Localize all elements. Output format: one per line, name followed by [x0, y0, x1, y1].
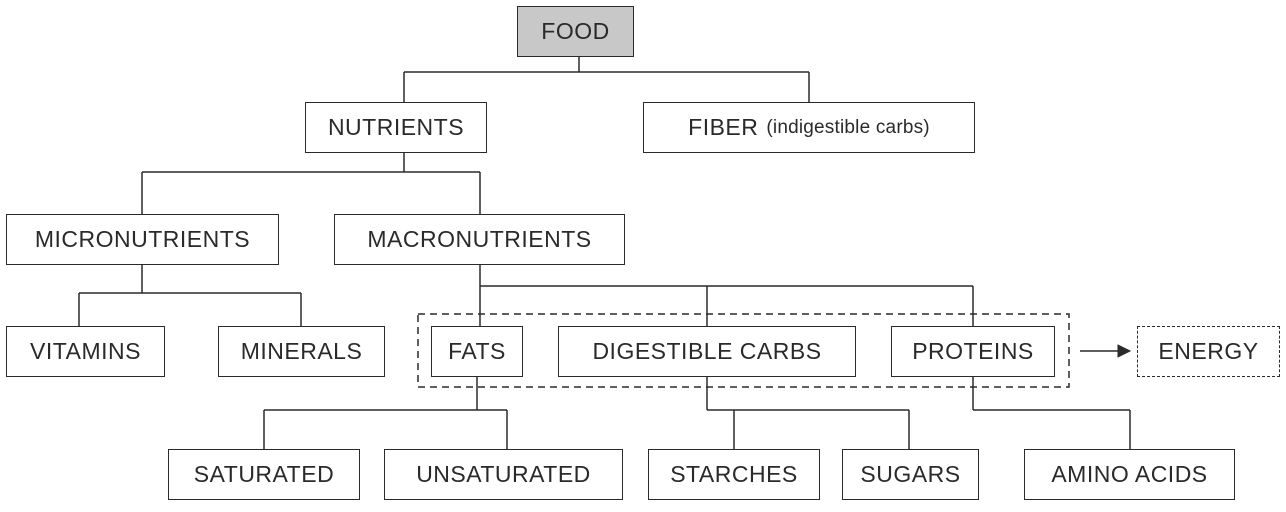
- node-macronutrients-label: MACRONUTRIENTS: [367, 226, 592, 252]
- node-energy-label: ENERGY: [1158, 338, 1259, 364]
- node-fiber-note: (indigestible carbs): [766, 116, 930, 138]
- node-fats: FATS: [431, 326, 523, 377]
- node-unsaturated-label: UNSATURATED: [416, 461, 591, 487]
- node-amino-acids-label: AMINO ACIDS: [1051, 461, 1208, 487]
- node-starches-label: STARCHES: [670, 461, 798, 487]
- node-digestible-carbs-label: DIGESTIBLE CARBS: [592, 338, 822, 364]
- node-sugars: SUGARS: [842, 449, 979, 500]
- macronutrient-group-dashed-box: [417, 313, 1070, 388]
- node-unsaturated: UNSATURATED: [384, 449, 623, 500]
- node-food-label: FOOD: [541, 18, 610, 44]
- node-vitamins: VITAMINS: [6, 326, 165, 377]
- node-proteins-label: PROTEINS: [912, 338, 1034, 364]
- node-saturated: SATURATED: [168, 449, 360, 500]
- node-food: FOOD: [517, 6, 634, 57]
- node-amino-acids: AMINO ACIDS: [1024, 449, 1235, 500]
- node-nutrients-label: NUTRIENTS: [327, 114, 465, 140]
- node-minerals-label: MINERALS: [240, 338, 363, 364]
- node-nutrients: NUTRIENTS: [305, 102, 487, 153]
- node-energy: ENERGY: [1137, 326, 1280, 377]
- node-fiber-label: FIBER: [688, 114, 759, 140]
- node-vitamins-label: VITAMINS: [30, 338, 141, 364]
- node-saturated-label: SATURATED: [193, 461, 335, 487]
- node-micronutrients-label: MICRONUTRIENTS: [34, 226, 251, 252]
- node-fiber: FIBER (indigestible carbs): [643, 102, 975, 153]
- node-digestible-carbs: DIGESTIBLE CARBS: [558, 326, 856, 377]
- node-sugars-label: SUGARS: [860, 461, 961, 487]
- node-starches: STARCHES: [648, 449, 820, 500]
- node-macronutrients: MACRONUTRIENTS: [334, 214, 625, 265]
- node-proteins: PROTEINS: [891, 326, 1055, 377]
- node-micronutrients: MICRONUTRIENTS: [6, 214, 279, 265]
- energy-arrow-head: [1117, 344, 1132, 358]
- node-fats-label: FATS: [448, 338, 506, 364]
- node-minerals: MINERALS: [218, 326, 385, 377]
